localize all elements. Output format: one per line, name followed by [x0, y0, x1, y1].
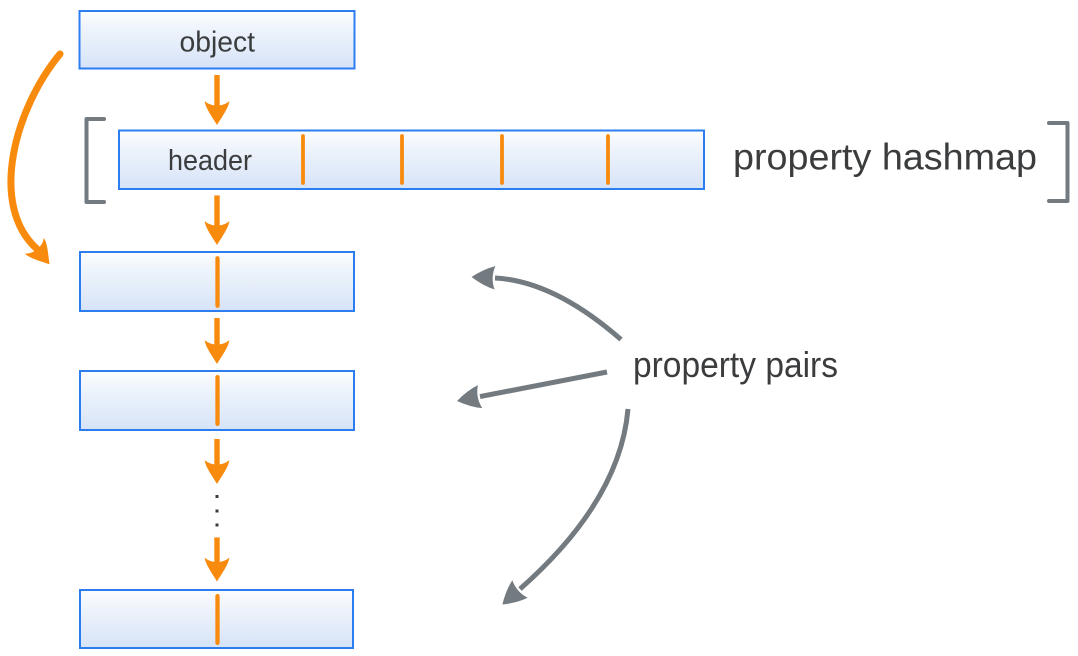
- svg-text:header: header: [168, 145, 252, 177]
- svg-text:property pairs: property pairs: [633, 344, 838, 385]
- svg-text:property hashmap: property hashmap: [733, 136, 1037, 178]
- svg-text:object: object: [180, 27, 256, 59]
